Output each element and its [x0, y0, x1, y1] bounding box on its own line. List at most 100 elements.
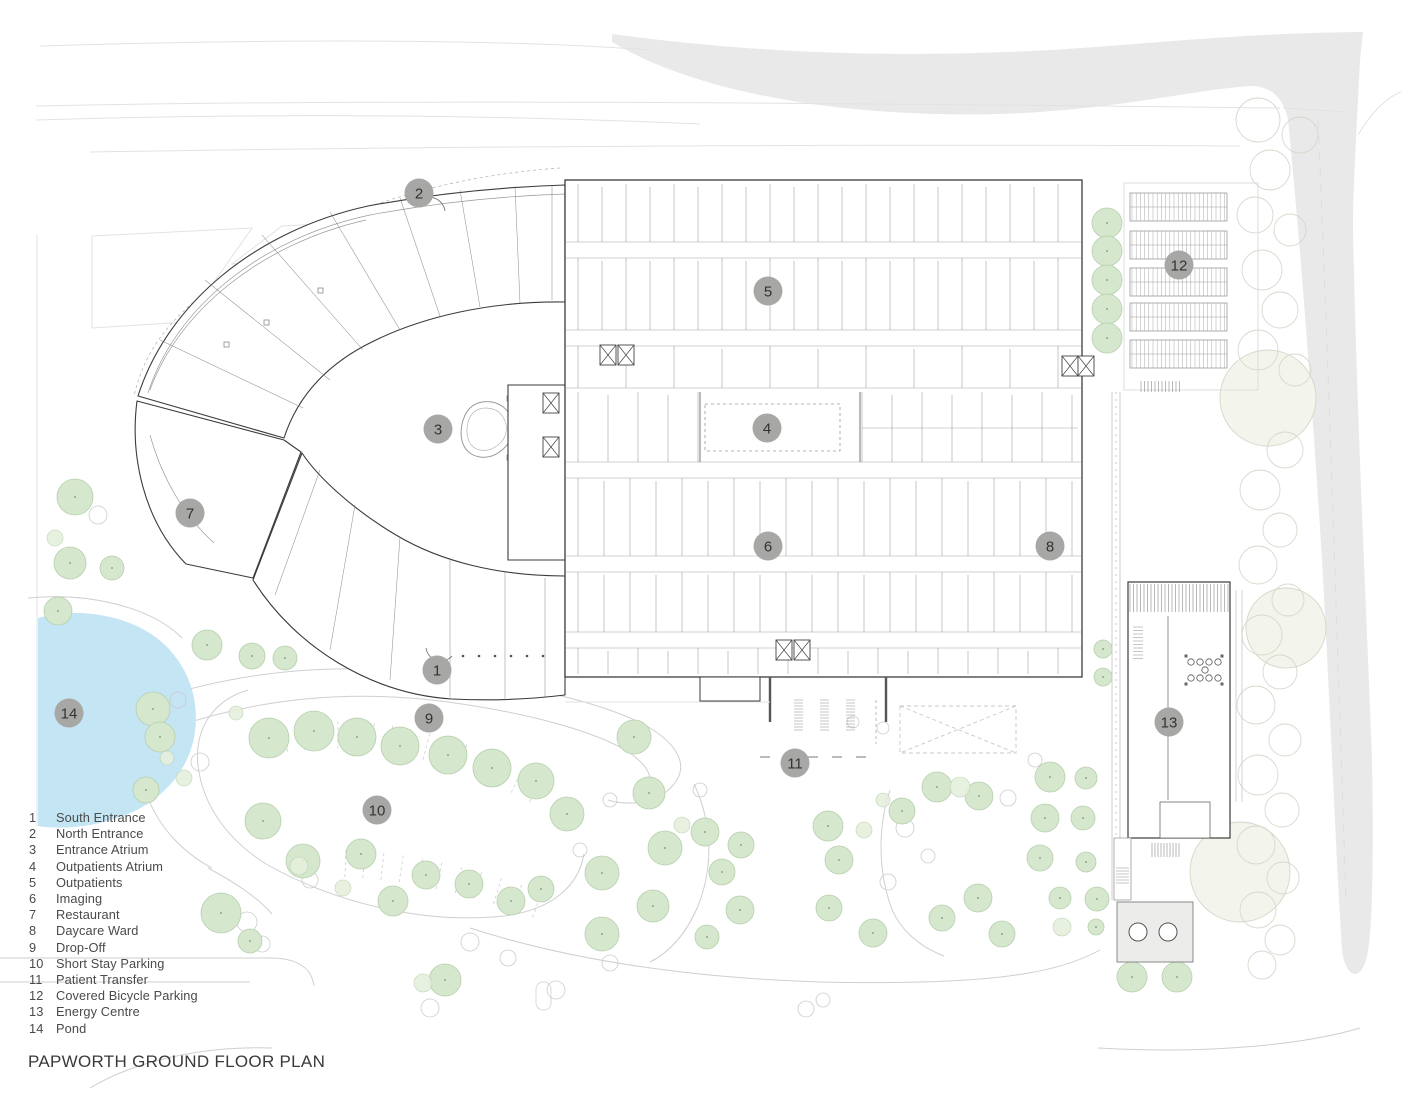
parking-stall-line [380, 852, 385, 881]
hatch-details [794, 381, 1229, 884]
tree [200, 892, 242, 934]
main-block-outline [564, 179, 1083, 678]
hatch-detail [820, 699, 829, 731]
marker-number: 3 [434, 421, 442, 438]
tree [1091, 293, 1123, 325]
hedge-shrub [1249, 149, 1291, 191]
legend-number: 13 [29, 1004, 44, 1020]
hedge-shrub [1264, 924, 1296, 956]
marker-6: 6 [753, 531, 783, 561]
tree [527, 875, 555, 903]
hedge-shrub [1236, 825, 1276, 865]
room-partition-grid [577, 392, 699, 462]
hedge-shrub [1239, 891, 1277, 929]
legend-label: Pond [56, 1020, 87, 1036]
young-trees [46, 529, 1072, 993]
parking-loop [196, 689, 585, 919]
parking-stall-line [344, 849, 347, 878]
outline-tree [999, 789, 1017, 807]
outline-tree [460, 932, 480, 952]
hatch-detail [1133, 626, 1143, 659]
equipment-circle [1205, 674, 1213, 682]
tree [517, 762, 555, 800]
elevator-core [542, 436, 560, 458]
hatch-detail [1116, 867, 1129, 884]
mid-annex [507, 384, 565, 561]
hedge-tree [1245, 587, 1327, 669]
equipment-dot [1184, 654, 1188, 658]
marker-number: 6 [764, 538, 772, 555]
elevator-core [617, 344, 635, 366]
parking-stall-line [421, 733, 431, 763]
hedge-tree [1189, 821, 1291, 923]
road-surface [612, 32, 1373, 974]
covered-bicycle-parking [1123, 182, 1259, 391]
hedge-shrub [1237, 754, 1279, 796]
hedge-shrub [1268, 723, 1302, 757]
pond [38, 612, 196, 828]
transfer-canopy [899, 705, 1017, 754]
bike-area-boundary [1123, 182, 1259, 391]
covered-walkway [1111, 392, 1121, 900]
marker-number: 7 [186, 505, 194, 522]
tree [921, 771, 953, 803]
tree [428, 735, 468, 775]
tree [244, 802, 282, 840]
faint-site-lines [35, 40, 1349, 826]
bike-rack-row [1129, 302, 1228, 332]
building-main-block [507, 179, 1095, 758]
tree [584, 855, 620, 891]
outline-tree [876, 721, 890, 735]
hedge-shrub [1239, 469, 1281, 511]
tree [824, 845, 854, 875]
outline-tree [846, 715, 860, 729]
legend-label: Daycare Ward [56, 923, 139, 939]
parking-stall-line [509, 768, 524, 796]
marker-number: 2 [415, 185, 423, 202]
marker-number: 5 [764, 283, 772, 300]
tree [1091, 207, 1123, 239]
parking-stall-line [398, 855, 404, 884]
legend-label: North Entrance [56, 826, 144, 842]
legend-label: Outpatients Atrium [56, 858, 164, 874]
outline-tree [546, 980, 566, 1000]
building-west-wing [133, 167, 566, 701]
elevator-core [793, 639, 811, 661]
outline-tree [169, 691, 187, 709]
tree [1087, 918, 1105, 936]
outline-tree [420, 998, 440, 1018]
equipment-dot [1220, 682, 1224, 686]
marker-number: 9 [425, 710, 433, 727]
room-partition-grid [577, 478, 1073, 556]
legend-label: Drop-Off [56, 939, 106, 955]
colonnade-dot [493, 654, 497, 658]
wing-upper [137, 184, 566, 439]
hedge-shrub [1271, 583, 1305, 617]
energy-centre-building [1127, 581, 1231, 839]
outline-tree [572, 842, 588, 858]
legend-label: Short Stay Parking [56, 955, 165, 971]
roadside-vegetation [1189, 97, 1327, 980]
tree [1030, 803, 1060, 833]
colonnade-dots [461, 654, 545, 658]
marker-number: 13 [1161, 714, 1178, 731]
marker-number: 8 [1046, 538, 1054, 555]
tree [1070, 805, 1096, 831]
outpatients-atrium-dashed [704, 403, 841, 452]
hatch-detail [1129, 584, 1229, 612]
walkway-link [1113, 837, 1132, 901]
outline-tree [499, 949, 517, 967]
hedge-shrub [1235, 97, 1281, 143]
legend-number: 5 [29, 874, 37, 890]
colonnade-dot [477, 654, 481, 658]
legend-number: 4 [29, 858, 37, 874]
tree [496, 886, 526, 916]
